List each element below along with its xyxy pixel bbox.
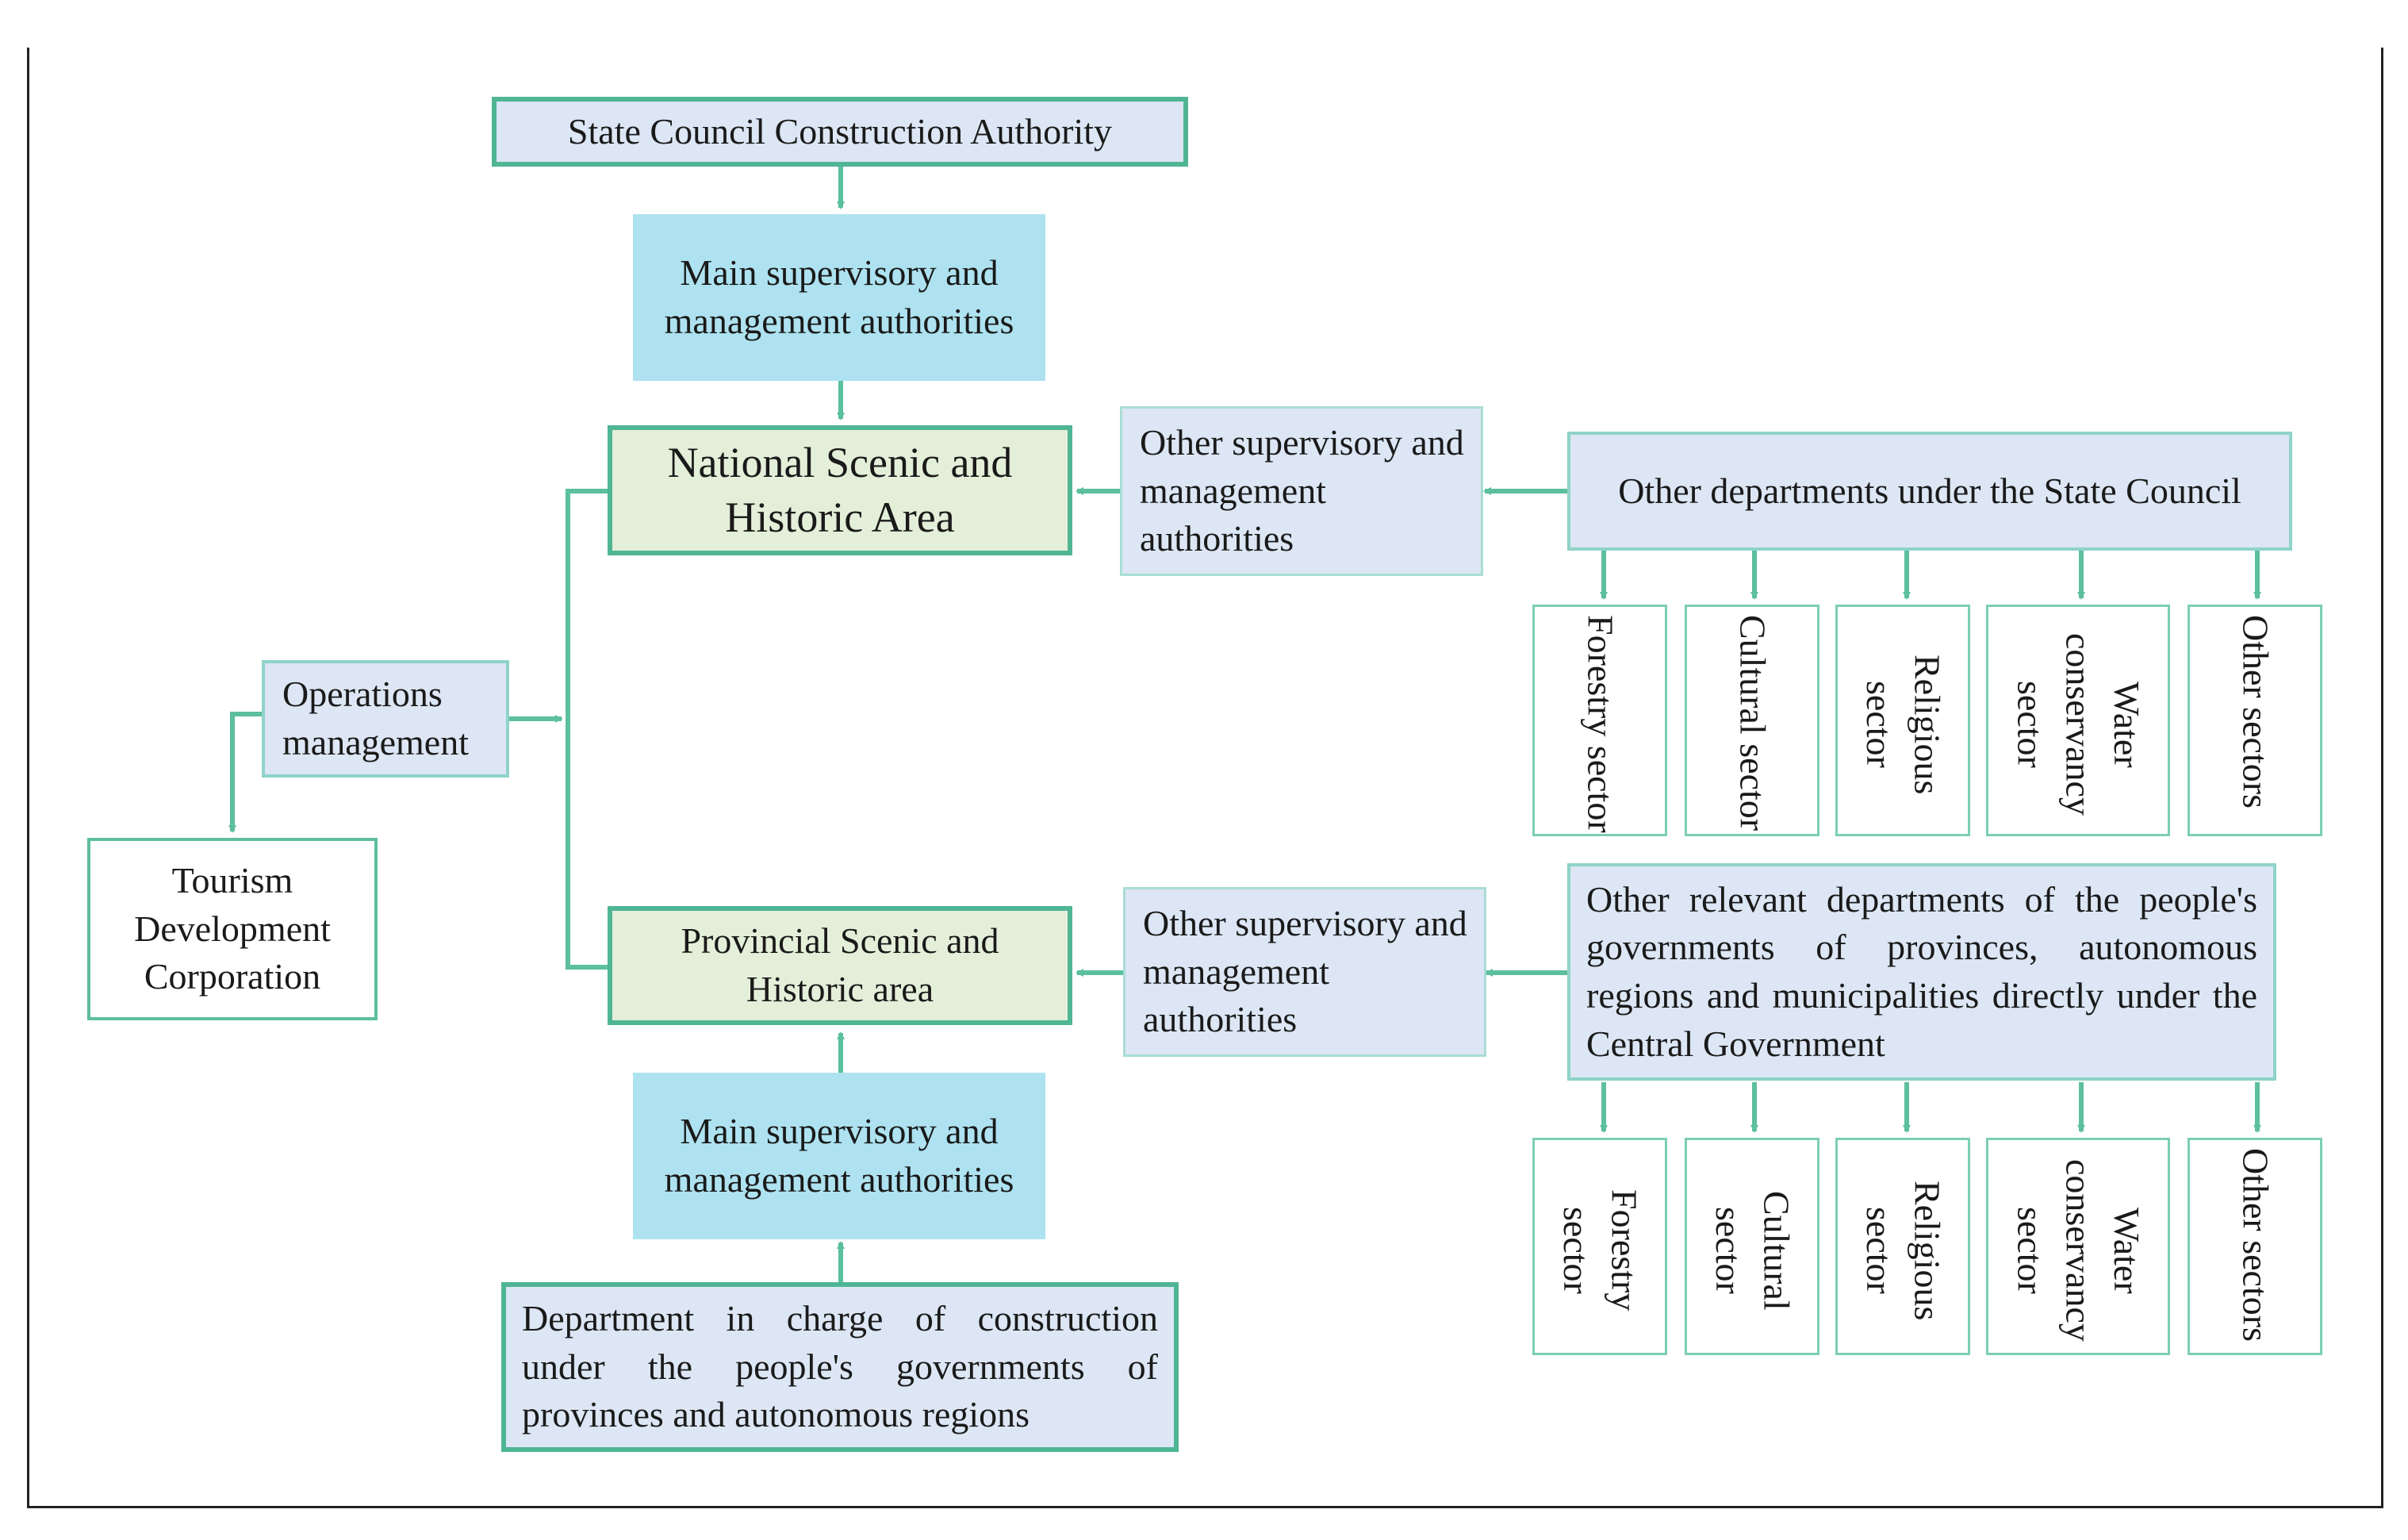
sector-bottom-3-label: Religious sector (1859, 1180, 1948, 1321)
department-construction-label: Department in charge of construction und… (522, 1297, 1158, 1435)
main-supervisory-bottom-label: Main supervisory and management authorit… (664, 1111, 1014, 1200)
main-supervisory-top-node: Main supervisory and management authorit… (633, 214, 1045, 381)
sector-top-2: Cultural sector (1685, 605, 1819, 836)
main-supervisory-top-label: Main supervisory and management authorit… (664, 252, 1014, 341)
sector-top-5: Other sectors (2188, 605, 2322, 836)
connector-bracket (566, 489, 612, 970)
provincial-area-label: Provincial Scenic and Historic area (681, 920, 999, 1009)
sector-bottom-1-label: Forestry sector (1556, 1189, 1645, 1311)
sector-bottom-5-label: Other sectors (2235, 1148, 2276, 1342)
sector-bottom-2: Cultural sector (1685, 1138, 1819, 1355)
sector-bottom-5: Other sectors (2188, 1138, 2322, 1355)
department-construction-node: Department in charge of construction und… (501, 1282, 1179, 1452)
tourism-label: Tourism Development Corporation (134, 859, 331, 997)
sector-bottom-1: Forestry sector (1532, 1138, 1667, 1355)
other-supervisory-top-label: Other supervisory and management authori… (1140, 421, 1464, 559)
main-supervisory-bottom-node: Main supervisory and management authorit… (633, 1073, 1045, 1239)
other-departments-top-label: Other departments under the State Counci… (1618, 470, 2241, 511)
operations-node: Operations management (262, 660, 509, 778)
sector-top-4-label: Water conservancy sector (2010, 633, 2148, 816)
sector-bottom-4: Water conservancy sector (1986, 1138, 2170, 1355)
sector-top-1: Forestry sector (1532, 605, 1667, 836)
other-departments-bottom-node: Other relevant departments of the people… (1567, 863, 2276, 1081)
sector-bottom-3: Religious sector (1835, 1138, 1970, 1355)
other-departments-top-node: Other departments under the State Counci… (1567, 432, 2292, 551)
other-supervisory-bottom-label: Other supervisory and management authori… (1143, 902, 1467, 1040)
sector-top-3-label: Religious sector (1859, 654, 1948, 795)
figure-frame (27, 48, 2383, 1508)
sector-top-4: Water conservancy sector (1986, 605, 2170, 836)
operations-label: Operations management (282, 674, 470, 762)
state-council-label: State Council Construction Authority (567, 110, 1113, 152)
provincial-area-node: Provincial Scenic and Historic area (608, 906, 1072, 1025)
national-area-label: National Scenic and Historic Area (667, 438, 1013, 541)
sector-top-3: Religious sector (1835, 605, 1970, 836)
sector-top-5-label: Other sectors (2235, 615, 2276, 808)
tourism-node: Tourism Development Corporation (87, 838, 378, 1020)
state-council-node: State Council Construction Authority (492, 97, 1188, 167)
other-supervisory-top-node: Other supervisory and management authori… (1120, 406, 1483, 576)
sector-bottom-4-label: Water conservancy sector (2010, 1159, 2148, 1342)
connector-operations-to-tourism (228, 712, 262, 833)
other-supervisory-bottom-node: Other supervisory and management authori… (1123, 887, 1486, 1057)
other-departments-bottom-label: Other relevant departments of the people… (1586, 878, 2257, 1064)
sector-top-2-label: Cultural sector (1732, 615, 1773, 831)
national-area-node: National Scenic and Historic Area (608, 425, 1072, 555)
sector-top-1-label: Forestry sector (1580, 615, 1621, 833)
sector-bottom-2-label: Cultural sector (1708, 1190, 1797, 1311)
